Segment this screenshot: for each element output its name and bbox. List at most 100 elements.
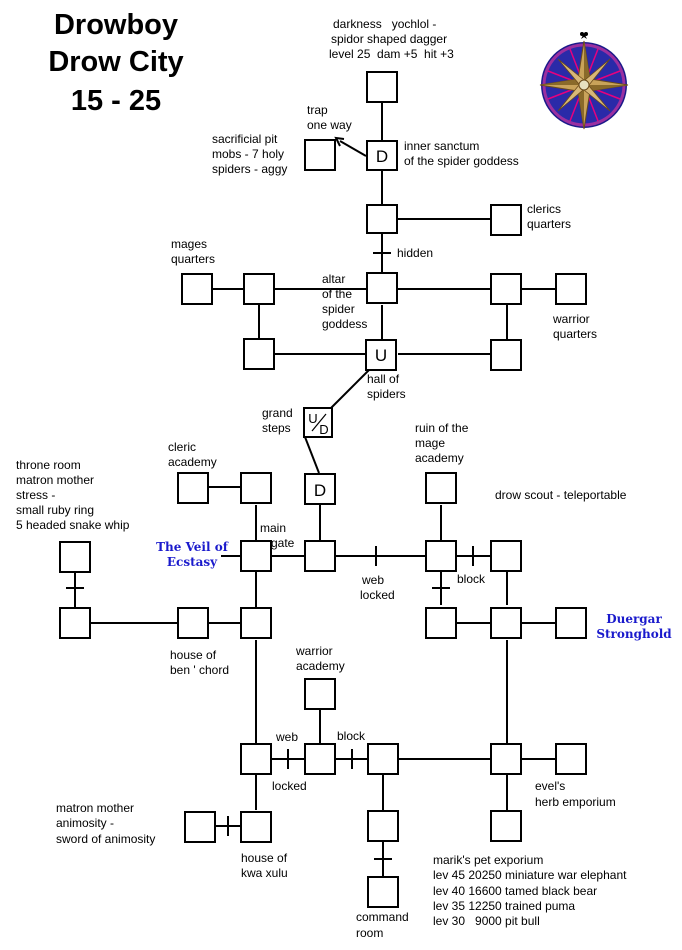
room-clerics-quarters (490, 204, 522, 236)
label-altar-goddess: goddess (322, 317, 368, 331)
room-left-altar (243, 273, 275, 305)
room-bottom-right (490, 743, 522, 775)
label-clerics: clerics (527, 202, 562, 216)
label-altar-spider: spider (322, 302, 355, 316)
room-kwa-xulu (240, 811, 272, 843)
path-trap (339, 140, 367, 157)
label-block-2: block (337, 729, 366, 743)
label-block: block (457, 572, 486, 586)
room-mages-quarters (181, 273, 213, 305)
label-matron-mother: matron mother (16, 473, 95, 487)
label-house-of: house of (170, 648, 217, 662)
room-warrior-quarters (555, 273, 587, 305)
room-inner-sanctum (366, 140, 398, 171)
label-warrior-quarters: quarters (553, 327, 598, 341)
room-altar (366, 272, 398, 304)
label-web-2: web (276, 730, 299, 744)
room-darkness (366, 71, 398, 103)
room-ruin-mage-academy (425, 472, 457, 504)
label-altar: altar (322, 272, 346, 286)
room-grand-steps (303, 407, 333, 438)
trap-arrow-icon (334, 136, 345, 147)
label-snake-whip: 5 headed snake whip (16, 518, 130, 532)
label-ruin-of-the: ruin of the (415, 421, 469, 435)
down-mark-2: D (314, 481, 326, 500)
label-dagger: spidor shaped dagger (331, 32, 448, 46)
room-warrior-academy (304, 678, 336, 710)
room-upper (366, 204, 398, 234)
map-title-line2: Drow City (48, 46, 184, 78)
label-grand: grand (262, 406, 293, 420)
room-main-gate (240, 540, 272, 572)
label-ruin-academy: academy (415, 451, 464, 465)
room-ben-chord (177, 607, 209, 639)
room-duergar (555, 607, 587, 639)
label-web: web (362, 573, 385, 587)
label-marik-bear: lev 40 16600 tamed black bear (433, 884, 598, 898)
label-ruby-ring: small ruby ring (16, 503, 95, 517)
label-cleric-academy: academy (168, 455, 217, 469)
label-marik-puma: lev 35 12250 trained puma (433, 899, 576, 913)
room-gate-center (304, 540, 336, 572)
label-kwa-xulu: kwa xulu (241, 866, 288, 880)
room-right-lower-1 (425, 607, 457, 639)
path-hall-steps (330, 369, 370, 409)
label-throne-room: throne room (16, 458, 81, 472)
label-sacrificial-pit: sacrificial pit (212, 132, 278, 146)
link-duergar-stronghold[interactable]: Duergar Stronghold (596, 612, 672, 641)
label-drow-scout: drow scout - teleportable (495, 488, 627, 502)
label-ruin-mage: mage (415, 436, 446, 450)
room-command-1 (367, 810, 399, 842)
room-command (367, 876, 399, 908)
label-locked: locked (360, 588, 395, 602)
label-steps: steps (262, 421, 291, 435)
label-warrior: warrior (553, 312, 590, 326)
compass-rose-icon (539, 32, 629, 130)
label-warrior-academy: academy (296, 659, 345, 673)
label-darkness: darkness yochlol - (333, 17, 437, 31)
room-cleric-academy-2 (240, 472, 272, 504)
room-hall-of-spiders (365, 339, 397, 371)
down-mark: D (376, 147, 388, 166)
label-hall-of: hall of (367, 372, 400, 386)
room-evel (555, 743, 587, 775)
label-house-of-2: house of (241, 851, 288, 865)
label-animosity: animosity - (56, 816, 115, 830)
room-right-lower-2 (490, 607, 522, 639)
room-drow-scout (490, 540, 522, 572)
up-down-bottom: D (319, 422, 328, 437)
room-lower-left (243, 338, 275, 370)
label-animosity-mother: matron mother (56, 801, 135, 815)
label-clerics-quarters: quarters (527, 217, 572, 231)
label-stress: stress - (16, 488, 56, 502)
label-spider-goddess: of the spider goddess (404, 154, 519, 168)
link-veil-of-ecstasy[interactable]: The Veil of Ecstasy (156, 540, 228, 569)
up-down-top: U (308, 411, 317, 426)
label-room: room (356, 926, 384, 940)
room-gate-right (425, 540, 457, 572)
label-ben-chord: ben ' chord (170, 663, 229, 677)
label-altar-of-the: of the (322, 287, 353, 301)
room-throne (59, 541, 91, 573)
label-mages-quarters: quarters (171, 252, 216, 266)
room-marik (490, 810, 522, 842)
label-locked-2: locked (272, 779, 307, 793)
room-animosity (184, 811, 216, 843)
room-web-center (304, 743, 336, 775)
label-marik-pit-bull: lev 30 9000 pit bull (433, 914, 540, 928)
room-lower-right (490, 339, 522, 371)
label-marik-elephant: lev 45 20250 miniature war elephant (433, 868, 627, 882)
label-trap: trap (307, 103, 328, 117)
room-right-altar (490, 273, 522, 305)
room-throne-lower (59, 607, 91, 639)
label-warrior-ac: warrior (296, 644, 333, 658)
room-main-lower (240, 607, 272, 639)
label-gate: gate (271, 536, 295, 550)
label-one-way: one way (307, 118, 352, 132)
label-main: main (260, 521, 287, 535)
label-spiders: spiders (367, 387, 406, 401)
room-stairs-down (304, 473, 336, 505)
label-sword-of-animosity: sword of animosity (56, 832, 156, 846)
room-marks: D U D U D (308, 147, 388, 500)
